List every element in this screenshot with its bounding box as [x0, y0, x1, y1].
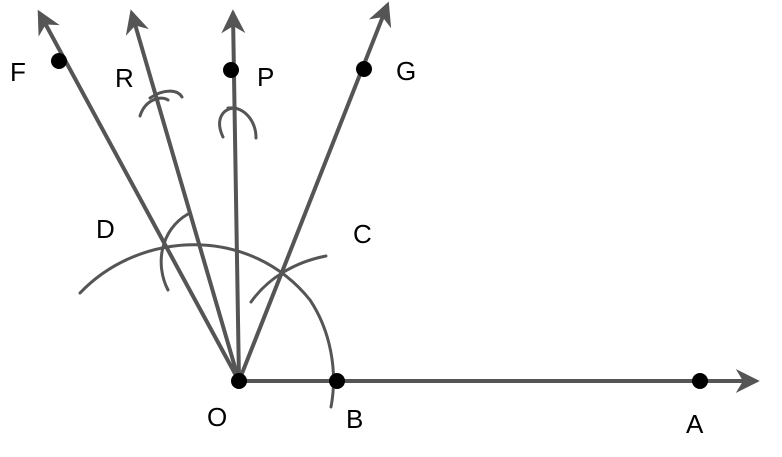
label-b: B: [346, 404, 363, 434]
construction-arc-d: [159, 212, 190, 292]
label-g: G: [396, 56, 416, 86]
ray-or: [125, 9, 241, 383]
point-p: [223, 62, 239, 78]
ray-of: [37, 9, 241, 383]
point-o: [231, 373, 247, 389]
label-f: F: [10, 57, 26, 87]
point-b: [329, 373, 345, 389]
point-g: [356, 61, 372, 77]
construction-arc-r-left: [138, 96, 170, 118]
construction-arc-r-right: [148, 89, 184, 100]
label-a: A: [686, 409, 704, 439]
label-o: O: [207, 402, 227, 432]
point-f: [51, 53, 67, 69]
point-a: [692, 373, 708, 389]
construction-arc-p-right: [226, 106, 258, 140]
label-r: R: [115, 63, 134, 93]
label-p: P: [257, 62, 274, 92]
label-d: D: [96, 214, 115, 244]
label-c: C: [353, 219, 372, 249]
